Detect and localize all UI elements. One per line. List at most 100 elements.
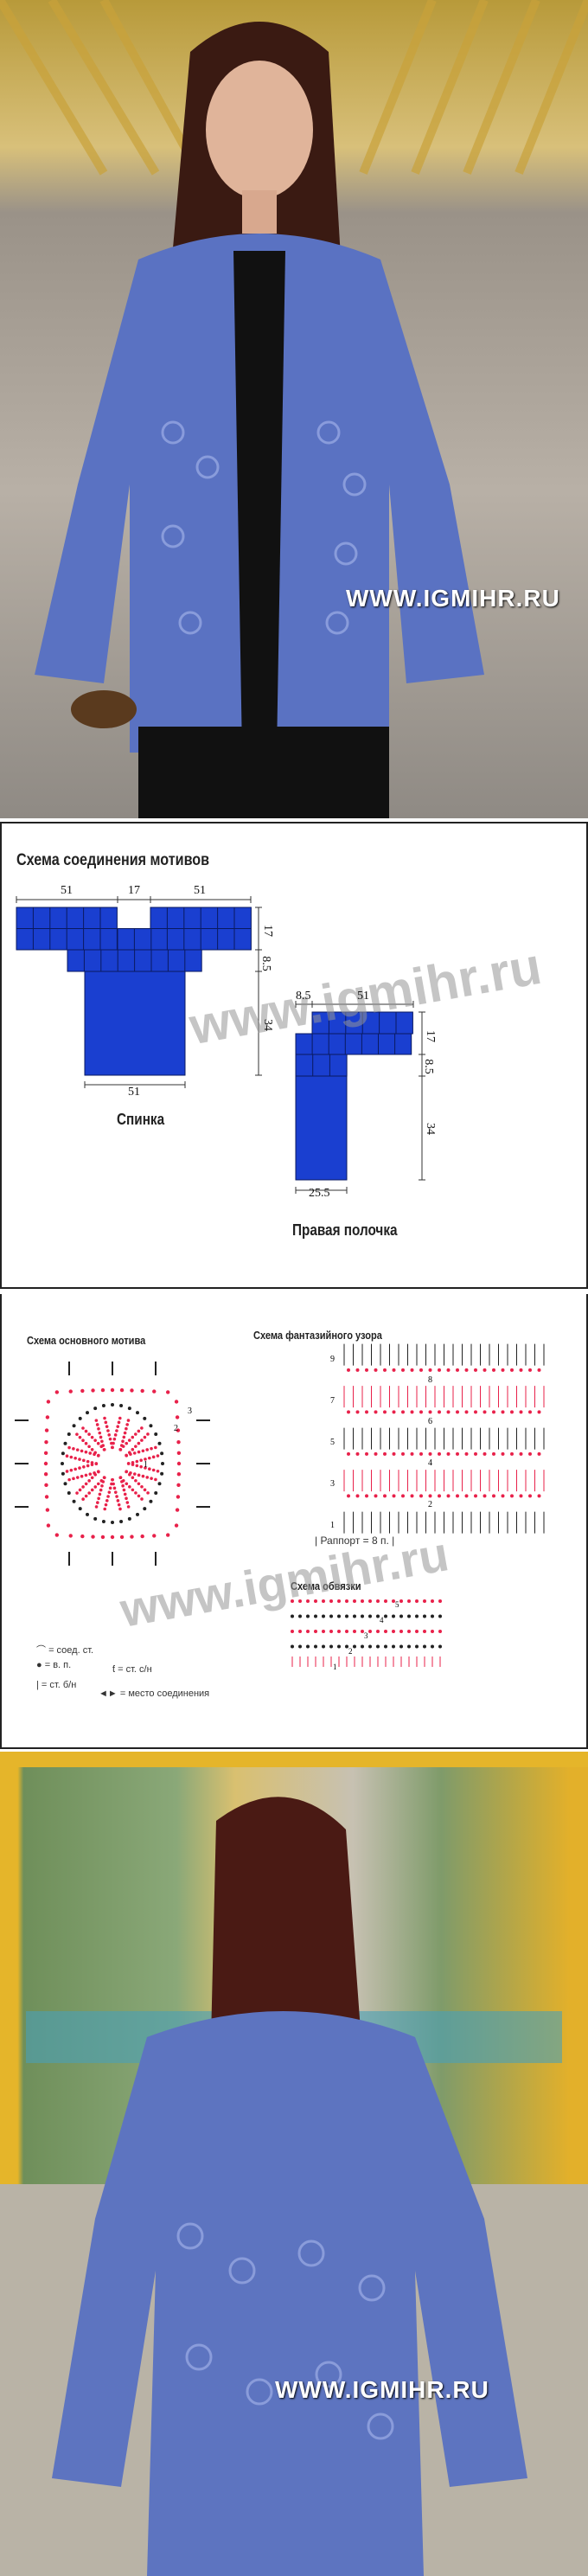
chain-stitch-red — [176, 1428, 181, 1432]
petal-stitch — [120, 1480, 124, 1483]
edging-chain — [353, 1630, 356, 1633]
petal-stitch — [98, 1431, 102, 1435]
petal-stitch — [74, 1456, 77, 1460]
chain-stitch-red — [176, 1472, 182, 1477]
edging-chain — [399, 1614, 403, 1618]
edging-row-label: 5 — [395, 1600, 399, 1609]
petal-stitch — [100, 1483, 104, 1488]
chain-stitch-red — [68, 1389, 73, 1394]
petal-stitch — [75, 1491, 79, 1495]
pattern-chain — [347, 1451, 350, 1456]
petal-stitch — [69, 1455, 74, 1459]
petal-stitch — [144, 1458, 147, 1461]
petal-stitch — [137, 1429, 141, 1433]
petal-stitch — [78, 1488, 82, 1492]
pattern-chain — [428, 1368, 432, 1372]
back-body — [84, 971, 186, 1076]
petal-stitch — [125, 1441, 129, 1445]
pattern-chain — [410, 1494, 414, 1498]
petal-stitch — [113, 1433, 118, 1437]
petal-stitch — [126, 1505, 131, 1509]
chain-stitch-red — [152, 1534, 157, 1538]
petal-stitch — [112, 1441, 115, 1445]
petal-stitch — [122, 1488, 126, 1492]
chain-stitch-red — [68, 1534, 73, 1538]
edging-chain — [376, 1614, 380, 1618]
petal-stitch — [121, 1483, 125, 1488]
pattern-chain — [419, 1368, 423, 1372]
chain-stitch-red — [174, 1523, 179, 1528]
pattern-chain — [483, 1368, 487, 1372]
edging-chain — [306, 1630, 310, 1633]
petal-stitch — [84, 1450, 88, 1454]
edging-chain — [392, 1599, 395, 1603]
petal-stitch — [111, 1477, 115, 1482]
edging-chain — [399, 1630, 403, 1633]
petal-stitch — [112, 1486, 117, 1490]
pattern-chain — [501, 1451, 505, 1456]
chain-stitch-black — [119, 1404, 124, 1408]
petal-stitch — [103, 1416, 106, 1420]
chain-stitch-red — [80, 1388, 85, 1394]
petal-stitch — [131, 1488, 135, 1492]
edging-chain — [314, 1599, 317, 1603]
edging-chain — [337, 1599, 341, 1603]
petal-stitch — [115, 1495, 118, 1498]
back-dim-side-2: 8.5 — [259, 956, 272, 971]
petal-stitch — [121, 1445, 125, 1448]
chain-stitch-red — [46, 1523, 51, 1528]
petal-stitch — [135, 1459, 139, 1464]
chain-stitch-red — [140, 1534, 144, 1539]
petal-stitch — [132, 1472, 137, 1476]
schematic-drawing — [16, 896, 425, 1194]
petal-stitch — [108, 1437, 112, 1441]
chain-stitch-red — [176, 1483, 181, 1488]
petal-stitch — [154, 1445, 157, 1450]
petal-stitch — [140, 1426, 144, 1430]
pattern-chain — [347, 1494, 350, 1498]
chain-stitch-red — [174, 1400, 179, 1404]
edging-chain — [392, 1630, 395, 1633]
chain-stitch-red — [175, 1508, 180, 1512]
chain-stitch-red — [43, 1451, 48, 1455]
legend-joining-place: ◄► = место соединения — [99, 1688, 210, 1699]
pattern-chain — [474, 1410, 477, 1414]
edging-chain — [345, 1630, 348, 1633]
edging-row-label: 4 — [380, 1616, 384, 1624]
chain-stitch-red — [165, 1390, 170, 1394]
petal-stitch — [125, 1423, 129, 1426]
edging-chain — [298, 1630, 302, 1633]
pattern-chain — [392, 1451, 396, 1456]
back-dim-bottom: 51 — [128, 1086, 140, 1099]
petal-stitch — [141, 1474, 145, 1478]
petal-stitch — [143, 1435, 147, 1439]
petal-stitch — [84, 1482, 88, 1486]
petal-stitch — [78, 1435, 82, 1439]
edging-chain — [298, 1599, 302, 1603]
petal-stitch — [87, 1432, 91, 1436]
pattern-row-label: 1 — [330, 1521, 335, 1530]
petal-stitch — [81, 1426, 85, 1430]
edging-chain — [353, 1599, 356, 1603]
pattern-chain — [374, 1410, 378, 1414]
pattern-chain — [510, 1368, 514, 1372]
edging-chain — [353, 1644, 356, 1649]
pattern-chain — [347, 1410, 350, 1414]
pattern-chain — [464, 1494, 469, 1498]
edging-chain — [298, 1644, 302, 1649]
petal-stitch — [134, 1432, 137, 1436]
pattern-chain — [456, 1410, 459, 1414]
pattern-row-label: 5 — [330, 1438, 335, 1447]
petal-stitch — [80, 1474, 84, 1478]
pattern-chain — [383, 1410, 387, 1414]
motif-joining-schematic: Схема соединения мотивов www.igmihr.ru 5… — [0, 822, 588, 1289]
petal-stitch — [151, 1455, 156, 1459]
pattern-chain — [374, 1451, 378, 1456]
petal-stitch — [135, 1464, 139, 1468]
petal-stitch — [81, 1497, 85, 1501]
pattern-chain — [456, 1368, 459, 1372]
petal-stitch — [84, 1441, 88, 1445]
chain-stitch-red — [54, 1390, 60, 1394]
chain-stitch-black — [111, 1403, 114, 1407]
petal-stitch — [139, 1464, 143, 1469]
